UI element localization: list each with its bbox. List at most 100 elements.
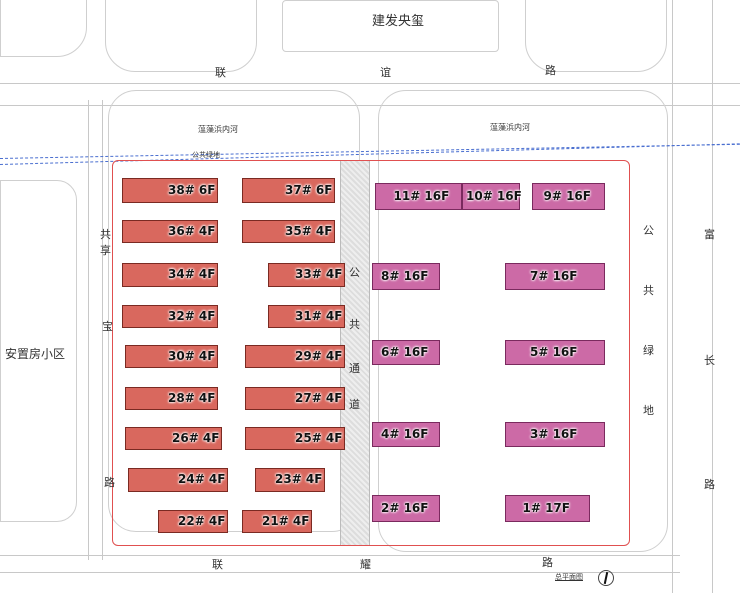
canal-label-right: 蕰藻浜内河 (490, 123, 530, 132)
passage-char-4: 道 (349, 398, 360, 411)
east-road-char-1: 富 (704, 228, 715, 241)
building-label: 27# 4F (295, 390, 343, 405)
building-27-footprint (245, 387, 345, 410)
east-road-edge (672, 0, 673, 593)
building-29-footprint (245, 345, 345, 368)
building-35-footprint (242, 220, 335, 243)
building-21-footprint (242, 510, 312, 533)
green-char-2: 共 (643, 284, 654, 297)
north-road-char-2: 谊 (380, 66, 391, 79)
building-33-footprint (268, 263, 345, 287)
northwest-block2-outline (105, 0, 257, 72)
east-road-centre (712, 0, 713, 593)
building-10-footprint (462, 183, 520, 210)
east-canal-block (378, 90, 668, 552)
building-28-footprint (125, 387, 218, 410)
east-road-char-3: 路 (704, 478, 715, 491)
building-8-footprint (372, 263, 440, 290)
building-4-footprint (372, 422, 440, 447)
site-boundary (112, 160, 630, 546)
passage-char-1: 公 (349, 266, 360, 279)
building-9-footprint (532, 183, 605, 210)
passage-char-3: 通 (349, 362, 360, 375)
building-label: 8# 16F (381, 268, 429, 283)
building-25-footprint (245, 427, 345, 450)
north-arrow-icon (598, 570, 614, 586)
building-label: 26# 4F (172, 430, 220, 445)
north-development-outline (282, 0, 499, 52)
building-label: 1# 17F (522, 500, 570, 515)
north-road-edge (0, 83, 740, 84)
building-22-footprint (158, 510, 228, 533)
building-32-footprint (122, 305, 218, 328)
building-7-footprint (505, 263, 605, 290)
south-road-char-3: 路 (542, 556, 553, 569)
northwest-block-outline (0, 0, 87, 57)
building-label: 10# 16F (466, 188, 522, 203)
east-road-char-2: 长 (704, 354, 715, 367)
building-label: 25# 4F (295, 430, 343, 445)
west-road-char-1: 共 (100, 228, 111, 241)
building-label: 34# 4F (168, 267, 216, 281)
building-label: 5# 16F (530, 344, 578, 359)
building-label: 29# 4F (295, 348, 343, 363)
building-34-footprint (122, 263, 218, 287)
canal-label-left: 蕰藻浜内河 (198, 125, 238, 134)
building-label: 3# 16F (530, 426, 578, 441)
building-6-footprint (372, 340, 440, 365)
building-label: 37# 6F (285, 182, 333, 197)
green-char-1: 公 (643, 224, 654, 237)
building-24-footprint (128, 468, 228, 492)
west-road-edge-2 (102, 100, 103, 560)
green-char-3: 绿 (643, 344, 654, 357)
public-green-label: 公共绿地 (192, 151, 220, 159)
building-label: 11# 16F (393, 188, 450, 203)
building-label: 22# 4F (178, 513, 226, 528)
building-23-footprint (255, 468, 325, 492)
building-label: 24# 4F (178, 472, 226, 486)
building-label: 31# 4F (295, 308, 343, 323)
south-road-char-1: 联 (212, 558, 223, 571)
building-label: 6# 16F (381, 344, 429, 359)
north-road-edge-2 (0, 105, 740, 106)
project-title: 建发央玺 (372, 14, 425, 29)
building-label: 35# 4F (285, 223, 333, 238)
west-road-char-4: 路 (104, 476, 115, 489)
northeast-block-outline (525, 0, 667, 72)
building-label: 2# 16F (381, 500, 429, 515)
south-road-char-2: 耀 (360, 558, 371, 571)
building-37-footprint (242, 178, 335, 203)
north-road-char-3: 路 (545, 64, 556, 77)
building-label: 33# 4F (295, 267, 343, 281)
building-26-footprint (125, 427, 222, 450)
resettlement-label: 安置房小区 (5, 345, 66, 362)
building-label: 23# 4F (275, 472, 323, 486)
building-label: 21# 4F (262, 513, 310, 528)
building-label: 30# 4F (168, 348, 216, 363)
building-30-footprint (125, 345, 218, 368)
building-31-footprint (268, 305, 345, 328)
west-road-char-2: 享 (100, 244, 111, 257)
west-road-edge (88, 100, 89, 560)
building-label: 28# 4F (168, 390, 216, 405)
resettlement-block (0, 180, 77, 522)
north-road-char-1: 联 (215, 66, 226, 79)
building-label: 32# 4F (168, 308, 216, 323)
west-road-char-3: 宝 (102, 320, 113, 333)
building-3-footprint (505, 422, 605, 447)
building-label: 9# 16F (543, 188, 591, 203)
south-road-edge-2 (0, 572, 680, 573)
green-char-4: 地 (643, 404, 654, 417)
south-road-edge (0, 555, 680, 556)
passage-char-2: 共 (349, 318, 360, 331)
building-label: 4# 16F (381, 426, 429, 441)
building-label: 7# 16F (530, 268, 578, 283)
building-11-footprint (375, 183, 462, 210)
building-label: 38# 6F (168, 182, 216, 197)
building-label: 36# 4F (168, 223, 216, 238)
building-1-footprint (505, 495, 590, 522)
plan-title: 总平面图 (555, 573, 583, 581)
building-36-footprint (122, 220, 218, 243)
building-38-footprint (122, 178, 218, 203)
building-5-footprint (505, 340, 605, 365)
